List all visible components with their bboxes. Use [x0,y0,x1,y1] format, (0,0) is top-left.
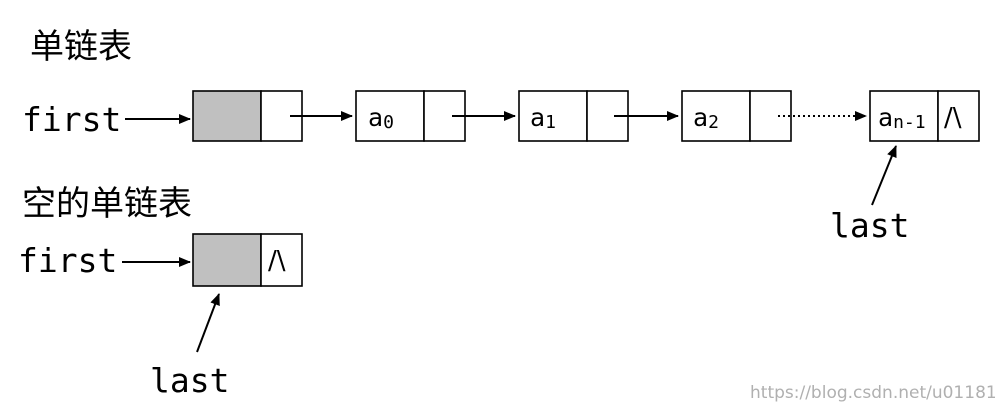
last-arrow-top [871,145,897,206]
node-a1-label: a1 [530,103,556,133]
empty-head-node-link-cell [260,233,303,287]
last-pointer-label-empty: last [150,361,229,400]
last-pointer-label-top: last [830,206,909,245]
title-empty-singly-linked-list: 空的单链表 [22,184,192,224]
node-a2-data-cell [681,90,751,142]
null-symbol-empty: /\ [268,246,286,276]
node-an-1-link-cell [937,90,980,142]
node-an-1-data-cell [869,90,939,142]
watermark-url: https://blog.csdn.net/u011815404 [750,383,995,403]
empty-head-node-data-cell [192,233,262,287]
head-node-data-cell [192,90,262,142]
first-pointer-label-empty: first [18,241,117,280]
title-singly-linked-list: 单链表 [30,27,132,67]
node-a0-label: a0 [368,103,394,133]
null-symbol-an-1: /\ [944,103,962,133]
node-a2-label: a2 [693,103,719,133]
first-pointer-label: first [22,100,121,139]
last-arrow-empty [196,293,220,353]
node-an-1-label: an-1 [878,103,926,133]
